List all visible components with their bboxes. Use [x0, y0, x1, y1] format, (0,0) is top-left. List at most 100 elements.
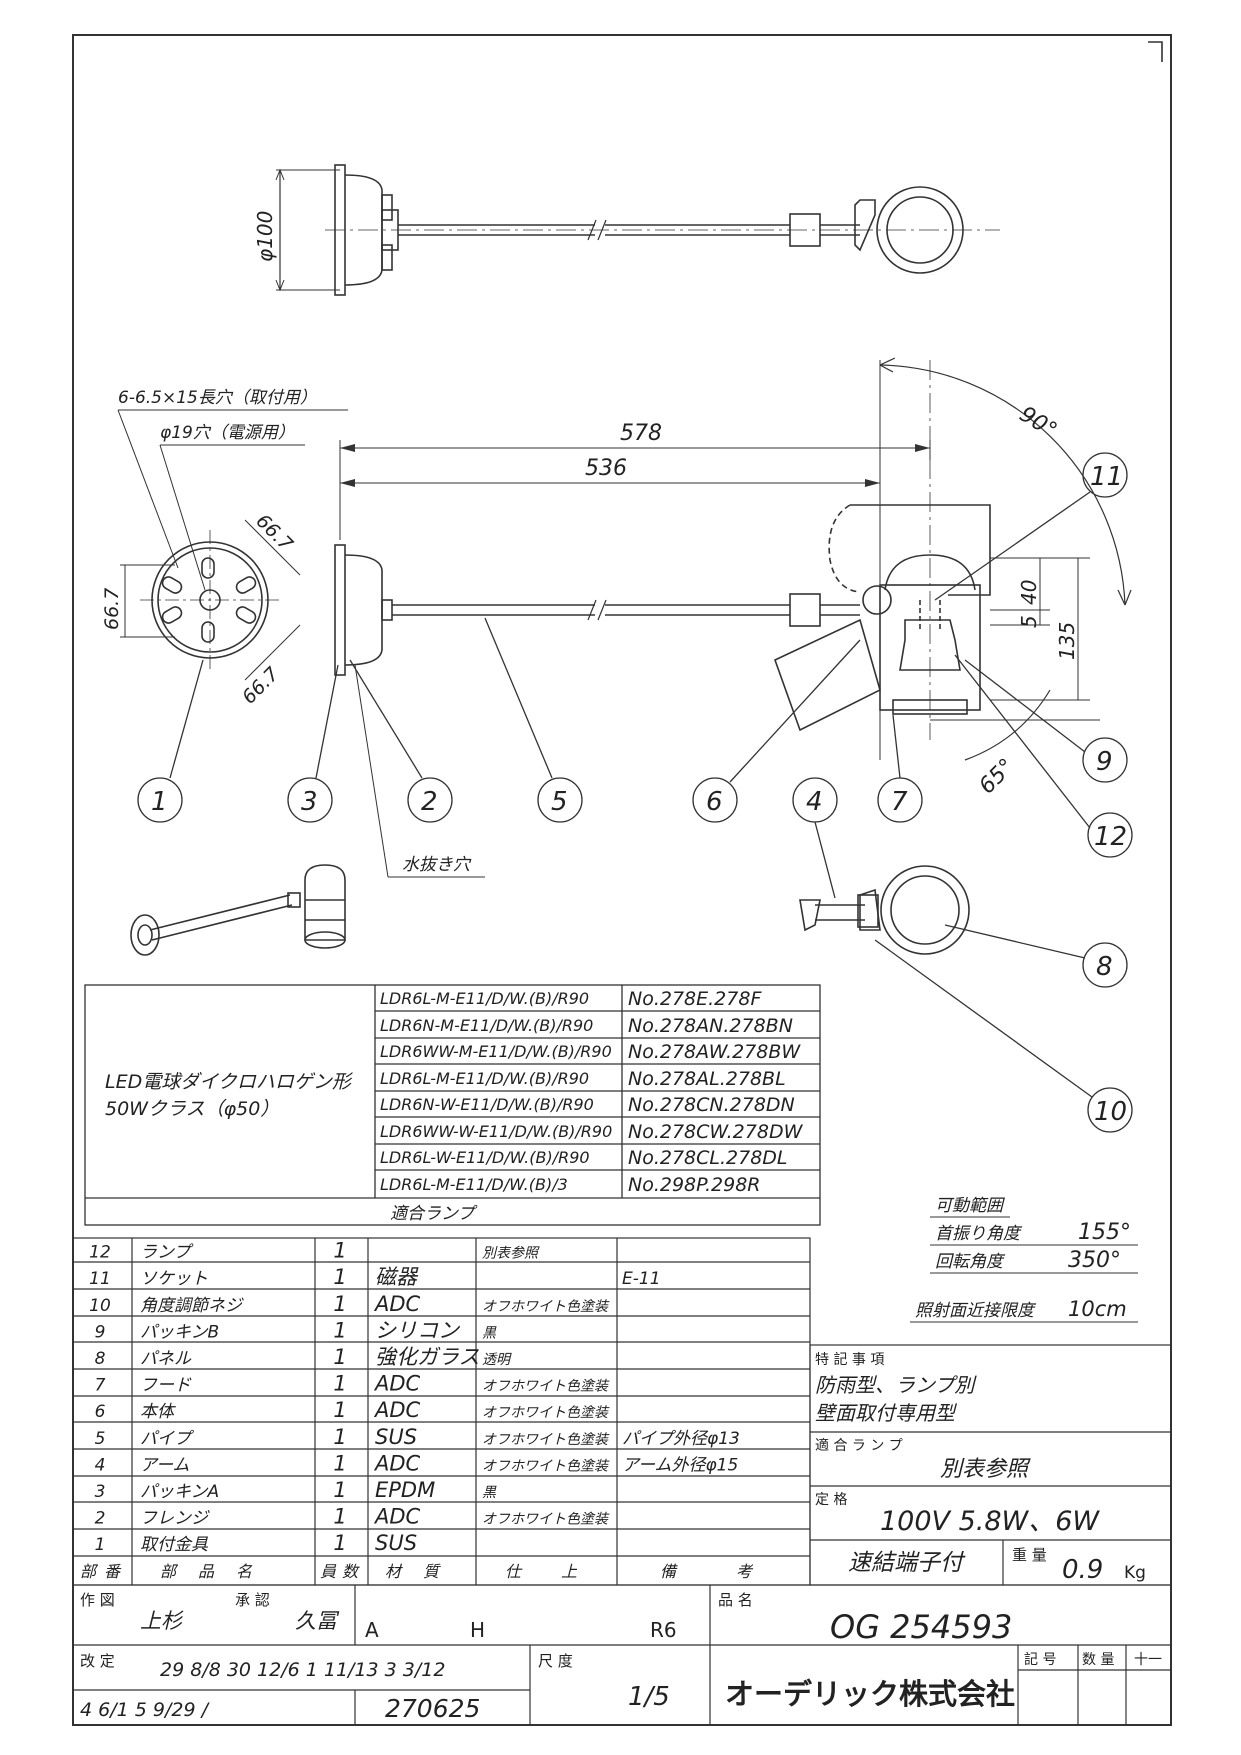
parts-cell-qty: 1	[333, 1451, 346, 1475]
qty-label: 数 量	[1082, 1652, 1114, 1668]
lamp-no: No.278AN.278BN	[628, 1015, 793, 1037]
lamp-value: 別表参照	[940, 1457, 1031, 1482]
balloon-9-label: 9	[1096, 747, 1113, 777]
parts-cell-no: 5	[95, 1429, 106, 1449]
parts-cell-qty: 1	[333, 1372, 346, 1396]
parts-header-qty: 員数	[320, 1562, 364, 1581]
parts-cell-finish: オフホワイト色塗装	[482, 1512, 610, 1528]
parts-cell-qty: 1	[333, 1265, 346, 1289]
parts-cell-material: 磁器	[375, 1265, 419, 1289]
balloons: 1 3 2 5 6 4 7	[137, 452, 1133, 1133]
balloon-8-label: 8	[1096, 952, 1113, 982]
parts-header-no: 部番	[80, 1562, 128, 1581]
drawn-by: 上杉	[140, 1609, 184, 1633]
balloon-10: 10	[874, 939, 1133, 1133]
parts-cell-material: 強化ガラス	[375, 1345, 480, 1369]
balloon-3-label: 3	[301, 787, 318, 817]
rating-title: 定 格	[815, 1492, 847, 1508]
parts-cell-no: 6	[95, 1402, 106, 1422]
parts-cell-name: パッキンB	[140, 1322, 219, 1342]
parts-cell-qty: 1	[333, 1345, 346, 1369]
dim-66-7-left: 66.7	[101, 588, 123, 630]
balloon-5: 5	[484, 617, 583, 823]
balloon-1: 1	[137, 659, 204, 823]
balloon-2-label: 2	[421, 787, 438, 817]
dim-536-label: 536	[585, 456, 627, 481]
lamp-title: 適 合 ラ ン プ	[815, 1437, 903, 1454]
min-distance-label: 照射面近接限度	[915, 1301, 1037, 1321]
parts-cell-qty: 1	[333, 1398, 346, 1422]
parts-cell-finish: 黒	[482, 1485, 497, 1501]
parts-cell-no: 3	[95, 1482, 106, 1502]
balloon-9: 9	[964, 659, 1128, 783]
parts-cell-qty: 1	[333, 1318, 346, 1342]
parts-cell-material: ADC	[373, 1398, 421, 1422]
parts-cell-no: 4	[95, 1455, 106, 1475]
parts-cell-qty: 1	[333, 1292, 346, 1316]
parts-header-finish: 仕上	[505, 1562, 617, 1581]
lamp-table-footer: 適合ランプ	[390, 1204, 478, 1224]
scale-label: 尺 度	[538, 1652, 573, 1670]
lamp-model: LDR6L-M-E11/D/W.(B)/3	[380, 1175, 568, 1194]
weight-value: 0.9	[1062, 1555, 1103, 1585]
parts-cell-finish: オフホワイト色塗装	[482, 1432, 610, 1448]
weight-unit: Kg	[1124, 1563, 1146, 1583]
parts-cell-name: 角度調節ネジ	[140, 1296, 244, 1316]
balloon-1-label: 1	[151, 787, 168, 817]
parts-cell-no: 9	[95, 1322, 106, 1342]
company-name: オーデリック株式会社	[725, 1677, 1015, 1711]
parts-cell-name: 本体	[140, 1402, 176, 1422]
balloon-6-label: 6	[706, 787, 723, 817]
lamp-no: No.278CN.278DN	[628, 1094, 795, 1116]
top-view: φ100	[253, 164, 1000, 296]
parts-cell-name: 取付金具	[140, 1535, 209, 1555]
parts-cell-name: ソケット	[140, 1269, 208, 1289]
note-drain-hole: 水抜き穴	[402, 855, 472, 875]
lamp-no: No.278CW.278DW	[628, 1121, 804, 1143]
balloon-4: 4	[792, 777, 838, 899]
name-label: 品 名	[718, 1591, 753, 1609]
parts-cell-material: SUS	[375, 1425, 417, 1449]
notes-title: 特 記 事 項	[815, 1351, 884, 1368]
dim-578-label: 578	[620, 421, 662, 446]
symbol-label: 記 号	[1024, 1651, 1056, 1668]
title-block: 作 図 上杉 承 認 久冨 A H R6 品 名 OG 254593 改 定 2…	[72, 1584, 1172, 1726]
parts-cell-material: SUS	[375, 1531, 417, 1555]
balloon-7-label: 7	[891, 787, 908, 817]
parts-cell-material: シリコン	[375, 1318, 460, 1342]
parts-cell-finish: オフホワイト色塗装	[482, 1458, 610, 1474]
lamp-desc-line1: LED電球ダイクロハロゲン形	[105, 1071, 354, 1093]
rotate-label: 回転角度	[935, 1252, 1006, 1272]
parts-cell-no: 10	[89, 1296, 111, 1316]
movement-title: 可動範囲	[935, 1196, 1005, 1216]
parts-cell-material: ADC	[373, 1292, 421, 1316]
balloon-2: 2	[349, 659, 453, 823]
corner-mark	[1148, 41, 1163, 62]
parts-cell-material: EPDM	[375, 1478, 435, 1502]
parts-cell-no: 1	[95, 1535, 106, 1555]
scale-value: 1/5	[628, 1682, 670, 1712]
balloon-12-label: 12	[1094, 822, 1127, 852]
parts-cell-name: アーム	[140, 1455, 189, 1475]
parts-cell-qty: 1	[333, 1239, 346, 1263]
notes-line2: 壁面取付専用型	[815, 1401, 958, 1425]
parts-cell-finish: 別表参照	[482, 1246, 540, 1262]
rotate-value: 350°	[1068, 1248, 1121, 1273]
parts-cell-note: E-11	[622, 1269, 661, 1289]
revision-dates-2: 4 6/1 5 9/29 /	[80, 1699, 211, 1721]
lamp-model: LDR6N-W-E11/D/W.(B)/R90	[380, 1095, 594, 1114]
revision-label: 改 定	[80, 1652, 115, 1670]
side-view: 90° 65° 40 5 135 578 536	[334, 357, 1132, 799]
drain-note: 水抜き穴	[354, 664, 485, 878]
parts-cell-qty: 1	[333, 1425, 346, 1449]
dim-66-7-bottom: 66.7	[238, 663, 283, 708]
balloon-4-label: 4	[806, 787, 823, 817]
lamp-model: LDR6WW-W-E11/D/W.(B)/R90	[380, 1122, 612, 1141]
lamp-desc-line2: 50Wクラス（φ50）	[105, 1098, 279, 1120]
parts-cell-qty: 1	[333, 1531, 346, 1555]
parts-cell-note: アーム外径φ15	[622, 1455, 738, 1475]
product-code: OG 254593	[830, 1608, 1012, 1646]
parts-cell-no: 2	[95, 1509, 106, 1529]
balloon-5-label: 5	[551, 787, 568, 817]
